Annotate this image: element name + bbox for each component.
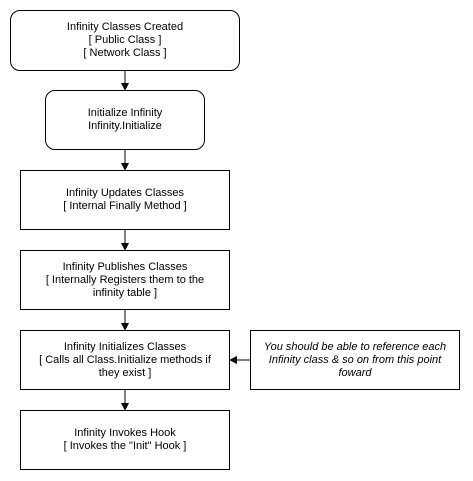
note-line: You should be able to reference each	[263, 340, 447, 353]
node-invokes-hook: Infinity Invokes Hook [ Invokes the "Ini…	[20, 410, 230, 470]
node-title: Infinity Classes Created	[66, 21, 184, 33]
node-title: Infinity Publishes Classes	[62, 260, 188, 273]
node-detail: [ Network Class ]	[83, 47, 167, 59]
node-initialize-infinity: Initialize Infinity Infinity.Initialize	[45, 90, 205, 150]
node-updates-classes: Infinity Updates Classes [ Internal Fina…	[20, 170, 230, 230]
node-initializes-classes: Infinity Initializes Classes [ Calls all…	[20, 330, 230, 390]
note-line: Infinity class & so on from this point	[268, 353, 442, 366]
node-detail: they exist ]	[98, 366, 152, 379]
node-detail: Infinity.Initialize	[88, 120, 162, 132]
node-title: Infinity Initializes Classes	[63, 340, 187, 353]
node-title: Infinity Updates Classes	[66, 187, 184, 199]
note-line: foward	[338, 366, 372, 379]
node-detail: [ Invokes the "Init" Hook ]	[63, 440, 187, 452]
node-title: Initialize Infinity	[87, 107, 163, 119]
node-detail: [ Public Class ]	[88, 34, 162, 46]
note-reference-classes: You should be able to reference each Inf…	[250, 330, 460, 390]
node-classes-created: Infinity Classes Created [ Public Class …	[10, 10, 240, 71]
node-detail: [ Internal Finally Method ]	[63, 200, 187, 212]
node-detail: [ Internally Registers them to the	[45, 273, 205, 286]
node-title: Infinity Invokes Hook	[74, 427, 176, 439]
node-detail: [ Calls all Class.Initialize methods if	[39, 353, 211, 366]
node-detail: infinity table ]	[92, 286, 158, 299]
node-publishes-classes: Infinity Publishes Classes [ Internally …	[20, 250, 230, 310]
